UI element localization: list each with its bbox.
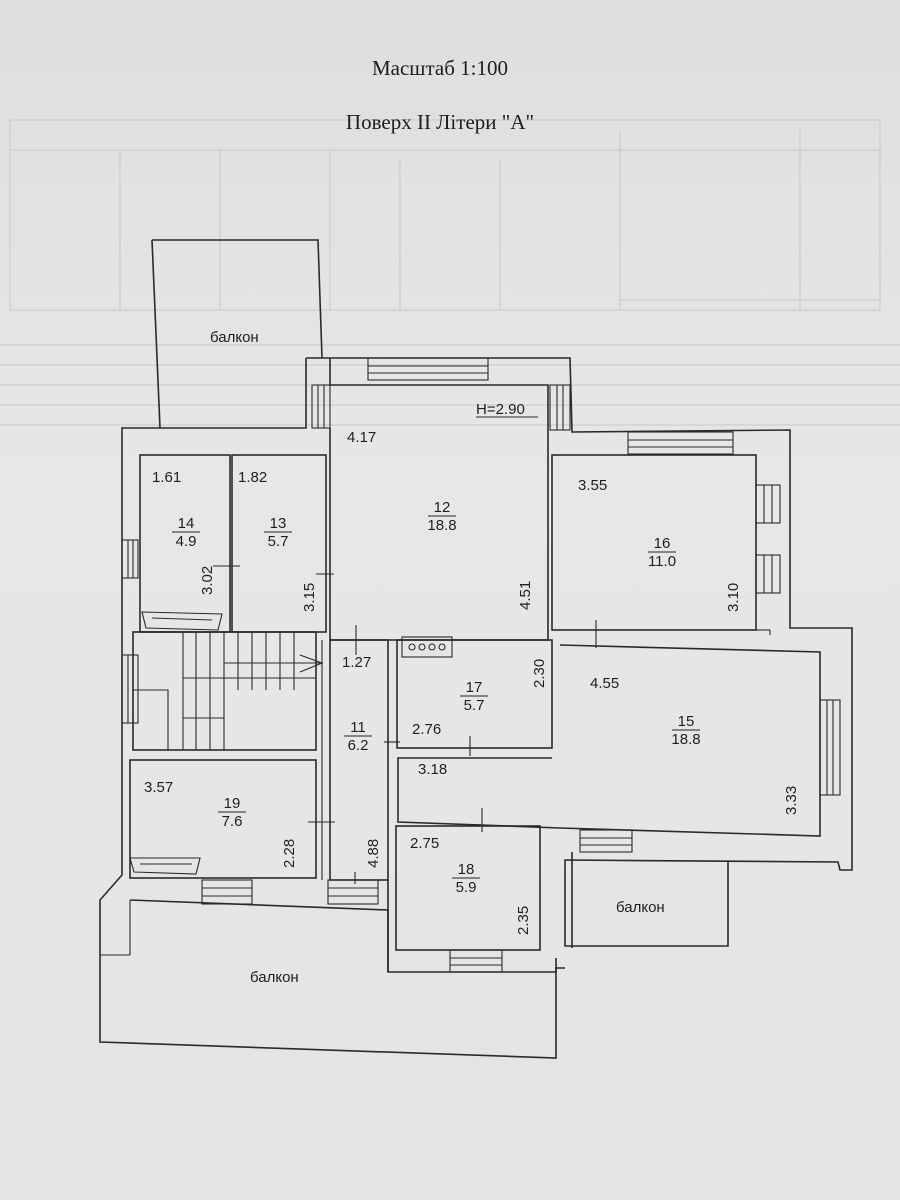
- dimension-label: 4.55: [590, 675, 619, 692]
- room-label-14: 144.9: [172, 515, 200, 550]
- dimension-label: 1.61: [152, 469, 181, 486]
- dimension-label: 2.75: [410, 835, 439, 852]
- room-area: 18.8: [671, 731, 700, 748]
- dimension-label: 2.35: [515, 906, 532, 935]
- dimension-label: 2.30: [531, 659, 548, 688]
- balcony-bottom-label: балкон: [250, 969, 299, 986]
- dimension-label: 3.57: [144, 779, 173, 796]
- dimension-label: 3.18: [418, 761, 447, 778]
- room-label-17: 175.7: [460, 679, 488, 714]
- dimension-label: 4.88: [365, 839, 382, 868]
- room-area: 5.7: [464, 697, 485, 714]
- dimension-label: 2.28: [281, 839, 298, 868]
- room-area: 4.9: [176, 533, 197, 550]
- room-area: 18.8: [427, 517, 456, 534]
- dimension-label: 3.33: [783, 786, 800, 815]
- room-label-18: 185.9: [452, 861, 480, 896]
- balcony-top-label: балкон: [210, 329, 259, 346]
- room-area: 6.2: [348, 737, 369, 754]
- room-area: 5.7: [268, 533, 289, 550]
- room-area: 7.6: [222, 813, 243, 830]
- room-number: 11: [350, 719, 366, 736]
- room-label-11: 116.2: [344, 719, 372, 754]
- balcony-bottom-left: [129, 899, 389, 972]
- dimension-label: 2.76: [412, 721, 441, 738]
- stove-icon: [401, 636, 453, 658]
- room-number: 14: [178, 515, 195, 532]
- window-top-room12: [367, 357, 489, 381]
- dimension-label: 3.02: [199, 566, 216, 595]
- room-area: 5.9: [456, 879, 477, 896]
- dimension-label: 3.15: [301, 583, 318, 612]
- room-16: [551, 454, 757, 631]
- room-number: 18: [458, 861, 475, 878]
- dimension-label: 3.10: [725, 583, 742, 612]
- exterior-wall: [306, 357, 853, 947]
- balcony-right-label: балкон: [616, 899, 665, 916]
- room-15: [397, 644, 821, 837]
- room-number: 15: [678, 713, 695, 730]
- room-number: 19: [224, 795, 241, 812]
- room-17: [396, 639, 553, 749]
- dimension-label: 4.51: [517, 581, 534, 610]
- balcony-top-outline: [152, 239, 323, 359]
- scale-label: Масштаб 1:100: [371, 56, 508, 80]
- room-number: 17: [466, 679, 483, 696]
- room-number: 13: [270, 515, 287, 532]
- dimension-label: 4.17: [347, 429, 376, 446]
- room-label-19: 197.6: [218, 795, 246, 830]
- dimension-label: 1.27: [342, 654, 371, 671]
- room-number: 12: [434, 499, 451, 516]
- dimension-label: 1.82: [238, 469, 267, 486]
- floor-title: Поверх ІІ Літери "А": [345, 110, 535, 134]
- ceiling-height: H=2.90: [476, 401, 525, 418]
- room-number: 16: [654, 535, 671, 552]
- dimension-label: 3.55: [578, 477, 607, 494]
- room-19: [129, 759, 317, 879]
- room-label-13: 135.7: [264, 515, 292, 550]
- room-area: 11.0: [648, 553, 676, 570]
